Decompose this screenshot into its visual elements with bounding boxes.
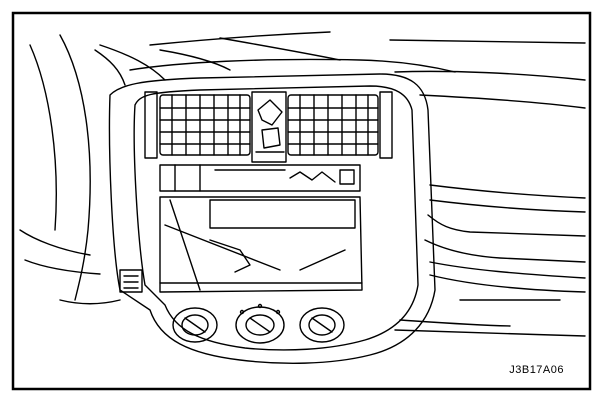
climate-knob-left — [172, 307, 218, 343]
switch-strip — [159, 164, 361, 192]
climate-knob-right — [299, 307, 345, 343]
steering-wheel-lines — [19, 34, 166, 305]
figure-frame — [11, 11, 592, 391]
dashboard-top-lines — [129, 31, 586, 109]
dashboard-right-lines — [394, 184, 586, 337]
center-console-inner — [133, 85, 419, 351]
figure-code-label: J3B17A06 — [509, 364, 564, 376]
climate-knob-center — [235, 303, 285, 344]
radio-opening — [159, 196, 363, 293]
center-console-outline — [108, 73, 436, 364]
hazard-switch-area — [251, 91, 287, 163]
left-air-vent — [144, 91, 251, 159]
right-air-vent — [287, 91, 393, 159]
left-side-connector — [119, 269, 143, 293]
